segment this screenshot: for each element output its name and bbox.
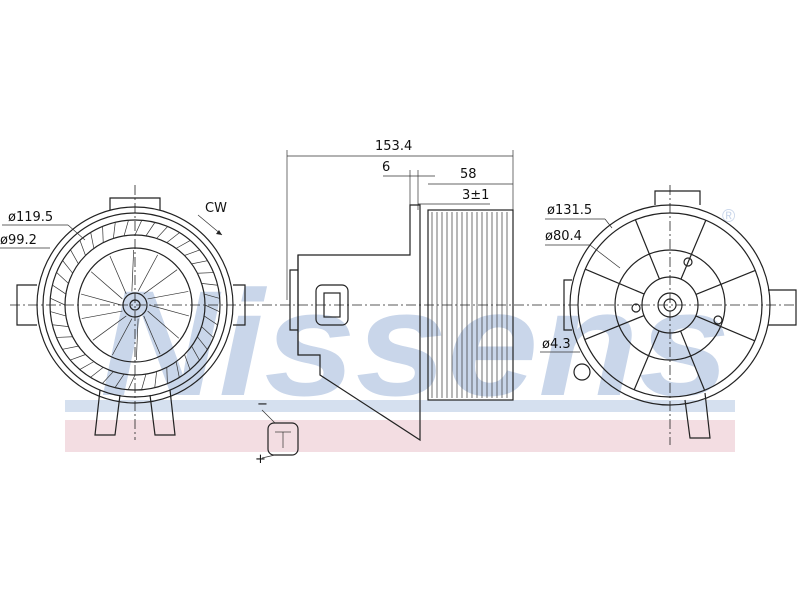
fan-blade	[102, 371, 114, 384]
fan-blade	[203, 315, 218, 326]
fan-blade	[90, 232, 95, 249]
plus-terminal: +	[255, 452, 266, 467]
watermark: Nissens ®	[65, 206, 735, 452]
housing-spoke	[585, 268, 645, 295]
fan-blade	[197, 272, 214, 274]
hub-rib	[92, 315, 127, 341]
fan-blade	[127, 374, 136, 390]
fan-blade	[166, 232, 180, 243]
hub-rib	[147, 310, 180, 339]
overall-length: 153.4	[375, 139, 412, 154]
fan-blade	[145, 222, 156, 237]
registered-mark: ®	[722, 206, 735, 226]
fan-blade	[56, 336, 73, 338]
housing-spoke	[680, 220, 707, 280]
fan-blade	[191, 260, 208, 265]
rear-view: ø131.5 ø80.4 ø4.3	[540, 185, 797, 445]
fan-blade	[50, 297, 66, 306]
fan-blade	[70, 354, 86, 361]
fan-blade	[70, 249, 79, 265]
hub-rib	[109, 255, 127, 295]
hub-rib	[143, 315, 161, 355]
rear-inner-diameter: ø80.4	[545, 229, 582, 244]
fan-blade	[134, 220, 143, 236]
fan-blade	[50, 311, 66, 317]
mounting-hole-diameter: ø4.3	[542, 337, 571, 352]
front-outer-diameter: ø119.5	[8, 210, 53, 225]
housing-spoke	[679, 330, 706, 391]
hub-rib	[137, 254, 158, 292]
fan-blade	[184, 354, 191, 370]
fan-blade	[204, 304, 220, 313]
fan-blade	[197, 336, 208, 350]
fan-blade	[90, 367, 104, 378]
front-inner-diameter: ø99.2	[0, 233, 37, 248]
side-view: 153.4 6 58 3±1	[286, 139, 514, 442]
hub-rib	[131, 250, 135, 292]
hub-rib	[81, 310, 123, 319]
fan-blade	[166, 367, 168, 384]
hub-rib	[81, 293, 122, 306]
fan-blade	[141, 374, 147, 390]
housing-spoke	[695, 269, 756, 296]
fan-blade	[79, 361, 95, 370]
fan-blade	[156, 226, 168, 239]
front-view: ø119.5 ø99.2 CW	[0, 185, 246, 440]
rotation-label: CW	[205, 201, 227, 216]
fan-blade	[175, 240, 191, 249]
fan-blade	[201, 326, 214, 338]
fan-blade	[62, 260, 73, 274]
minus-terminal: −	[257, 397, 268, 412]
fan-blade	[114, 373, 125, 388]
wheel-width: 58	[460, 167, 477, 182]
fan-blade	[123, 220, 129, 236]
fan-blade	[175, 361, 180, 378]
gap-dimension: 3±1	[462, 188, 489, 203]
hub-rib	[112, 318, 133, 356]
fan-blade	[184, 249, 200, 256]
fan-blade	[52, 284, 67, 295]
hub-rib	[148, 304, 189, 317]
rear-outer-diameter: ø131.5	[547, 203, 592, 218]
fan-blade	[62, 345, 79, 350]
hub-rib	[90, 271, 123, 300]
fan-blade	[204, 293, 220, 299]
watermark-text: Nissens	[100, 259, 730, 427]
fan-blade	[102, 226, 104, 243]
hub-rib	[147, 291, 189, 300]
hub-rib	[135, 318, 139, 360]
fan-blade	[113, 222, 116, 239]
housing-spoke	[584, 314, 645, 341]
fan-blade	[191, 345, 200, 361]
fan-blade	[201, 283, 218, 286]
flange-dimension: 6	[382, 160, 390, 175]
housing-spoke	[633, 330, 660, 390]
hub-rib	[143, 269, 178, 295]
fan-blade	[154, 371, 157, 388]
fan-blade	[52, 324, 69, 327]
housing-spoke	[634, 219, 661, 280]
connector-symbol: − +	[255, 397, 299, 467]
fan-blade	[79, 240, 86, 256]
housing-spoke	[695, 315, 755, 342]
fan-blade	[56, 272, 69, 284]
